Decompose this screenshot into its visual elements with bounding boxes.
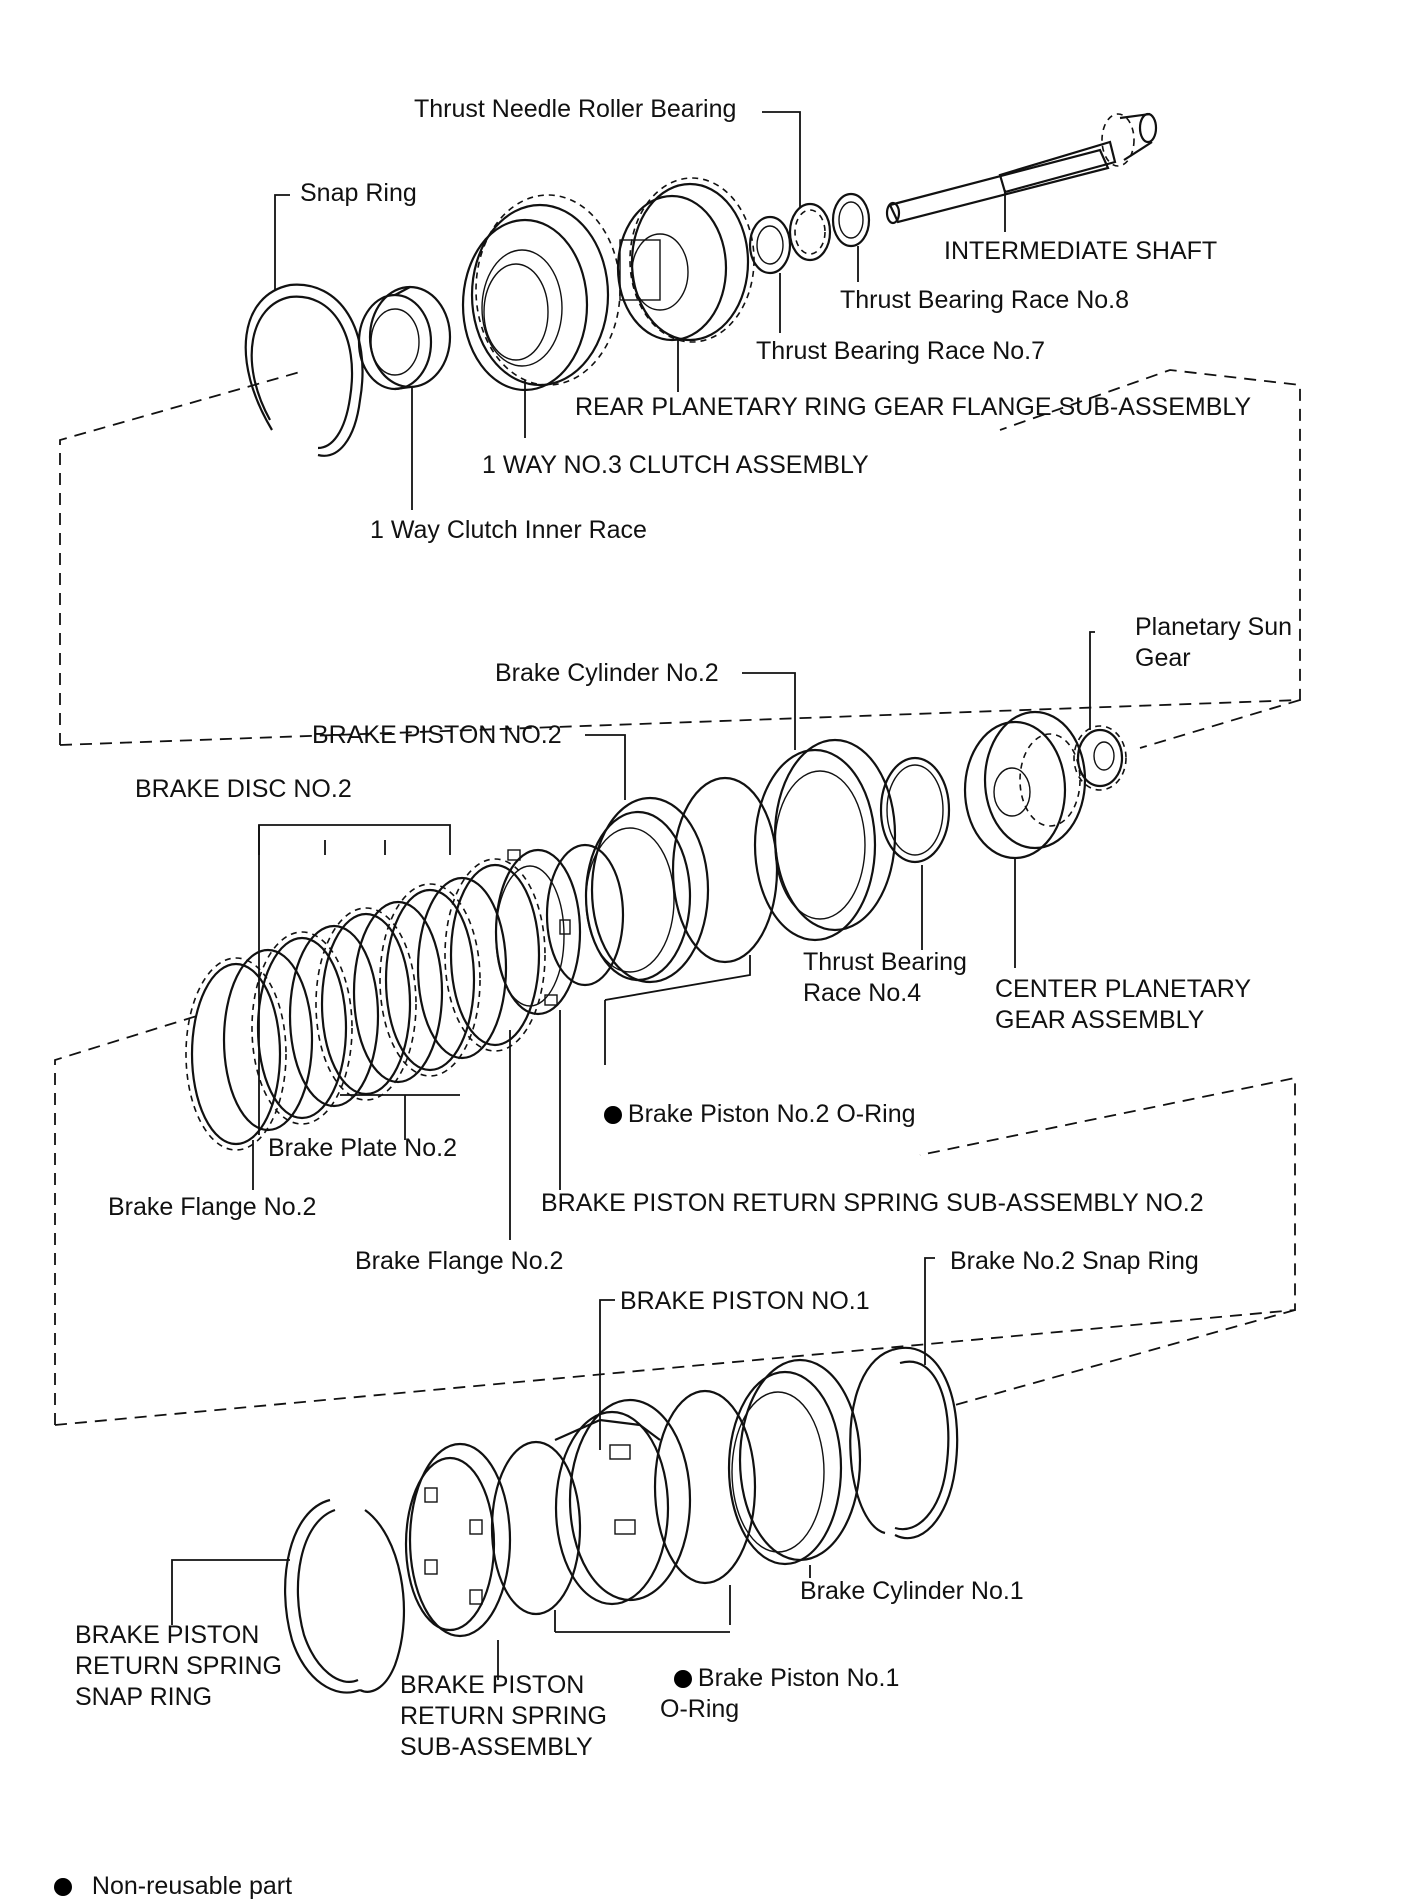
brake-piston-return-spring-snap-ring-part	[284, 1498, 406, 1694]
label-brake-piston-no2-oring: Brake Piston No.2 O-Ring	[590, 1068, 916, 1130]
one-way-no3-clutch-assembly-part	[461, 194, 621, 392]
label-one-way-clutch-inner-race: 1 Way Clutch Inner Race	[370, 516, 647, 544]
label-thrust-needle-roller-bearing: Thrust Needle Roller Bearing	[414, 95, 737, 123]
label-brake-cylinder-no1: Brake Cylinder No.1	[800, 1577, 1024, 1605]
brake-piston-no2-part	[584, 796, 710, 984]
legend-dot-icon	[53, 1878, 72, 1896]
label-snap-ring: Snap Ring	[300, 179, 417, 207]
thrust-bearing-race-no8-part	[831, 192, 871, 248]
intermediate-shaft-part	[885, 112, 1158, 225]
label-intermediate-shaft: INTERMEDIATE SHAFT	[944, 237, 1218, 265]
brake-cylinder-no1-part	[727, 1358, 862, 1566]
planetary-sun-gear-part	[1073, 725, 1127, 791]
brake-piston-no2-inner-oring-part	[545, 843, 625, 987]
legend: Non-reusable part	[40, 1840, 292, 1902]
rear-planetary-ring-gear-flange-part	[616, 177, 755, 343]
label-brake-piston-no1: BRAKE PISTON NO.1	[620, 1287, 870, 1315]
brake-no2-snap-ring-part	[849, 1346, 959, 1540]
thrust-bearing-race-no7-part	[748, 215, 792, 275]
non-reusable-dot-icon	[603, 1106, 622, 1124]
label-brake-flange-no2-left: Brake Flange No.2	[108, 1193, 317, 1221]
one-way-clutch-inner-race-part	[357, 285, 452, 391]
label-brake-no2-snap-ring: Brake No.2 Snap Ring	[950, 1247, 1199, 1275]
brake-piston-return-spring-subassy-part	[404, 1442, 512, 1638]
brake-piston-return-spring-no2-part	[494, 848, 582, 1016]
snap-ring-part	[244, 283, 364, 457]
label-thrust-bearing-race-no7: Thrust Bearing Race No.7	[756, 337, 1046, 365]
legend-text: Non-reusable part	[91, 1872, 293, 1900]
label-brake-piston-no1-oring: Brake Piston No.1 O-Ring	[660, 1632, 899, 1725]
label-planetary-sun-gear: Planetary Sun Gear	[1135, 613, 1293, 672]
label-brake-piston-no2: BRAKE PISTON NO.2	[312, 721, 562, 749]
label-one-way-no3-clutch-assembly: 1 WAY NO.3 CLUTCH ASSEMBLY	[482, 451, 869, 479]
label-brake-disc-no2: BRAKE DISC NO.2	[135, 775, 352, 803]
label-brake-cylinder-no2: Brake Cylinder No.2	[495, 659, 719, 687]
label-center-planetary-gear-assembly: CENTER PLANETARY GEAR ASSEMBLY	[995, 975, 1252, 1034]
label-brake-piston-no1-oring-text: Brake Piston No.1 O-Ring	[660, 1664, 900, 1723]
label-brake-piston-return-spring-snap-ring: BRAKE PISTON RETURN SPRING SNAP RING	[75, 1621, 282, 1711]
center-planetary-gear-assembly-part	[963, 710, 1087, 860]
label-brake-piston-return-spring-subassy: BRAKE PISTON RETURN SPRING SUB-ASSEMBLY	[400, 1671, 607, 1761]
thrust-needle-roller-bearing-part	[788, 202, 832, 262]
label-brake-plate-no2: Brake Plate No.2	[268, 1134, 457, 1162]
brake-piston-no1-inner-oring-part	[490, 1440, 582, 1616]
brake-piston-no2-outer-oring-part	[671, 776, 779, 964]
label-thrust-bearing-race-no4: Thrust Bearing Race No.4	[803, 948, 967, 1007]
thrust-bearing-race-no4-part	[879, 756, 951, 864]
brake-piston-no1-outer-oring-part	[653, 1389, 757, 1585]
label-brake-piston-return-spring-subassy-no2: BRAKE PISTON RETURN SPRING SUB-ASSEMBLY …	[541, 1189, 1204, 1217]
label-rear-planetary-ring-gear-flange: REAR PLANETARY RING GEAR FLANGE SUB-ASSE…	[575, 393, 1252, 421]
label-brake-flange-no2-middle: Brake Flange No.2	[355, 1247, 564, 1275]
brake-disc-plate-pack-part	[185, 858, 546, 1151]
brake-cylinder-no2-part	[753, 738, 897, 942]
label-thrust-bearing-race-no8: Thrust Bearing Race No.8	[840, 286, 1130, 314]
brake-piston-no1-part	[554, 1398, 692, 1606]
non-reusable-dot-icon	[673, 1670, 692, 1688]
label-brake-piston-no2-oring-text: Brake Piston No.2 O-Ring	[627, 1100, 916, 1128]
